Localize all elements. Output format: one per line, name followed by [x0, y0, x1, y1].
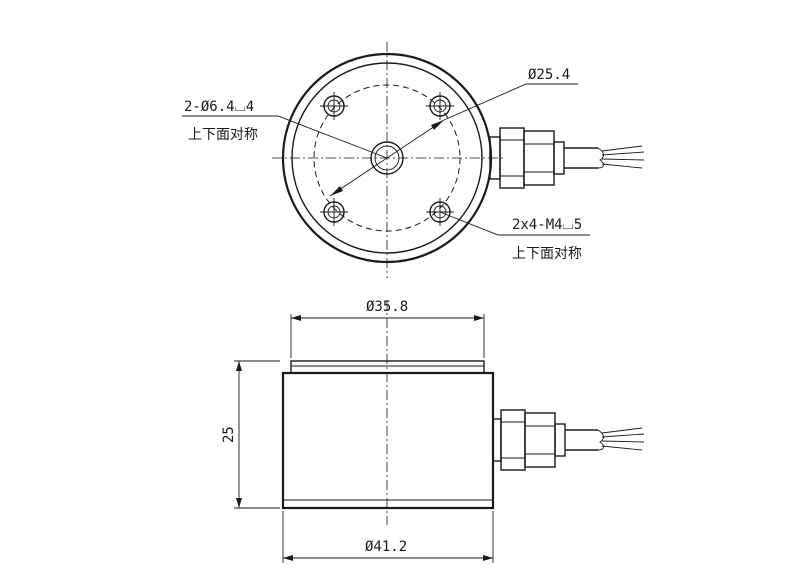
threads-spec-label: 2x4-M4⌴5 — [512, 217, 582, 233]
top-view: 2-Ø6.4⌴4 上下面对称 Ø25.4 2x4-M4⌴5 上下面对称 — [182, 42, 645, 278]
center-boss — [370, 141, 404, 175]
top-diameter-label: Ø35.8 — [366, 299, 408, 315]
side-view: Ø35.8 Ø41.2 25 — [221, 299, 645, 563]
pcd-label: Ø25.4 — [528, 67, 570, 83]
holes-spec-label: 2-Ø6.4⌴4 — [184, 99, 254, 115]
leader-holes — [182, 115, 388, 159]
cable-gland-top — [489, 127, 645, 189]
bottom-diameter-label: Ø41.2 — [365, 539, 407, 555]
leader-threads — [439, 211, 590, 236]
center-boss-inner — [374, 145, 400, 171]
main-body — [281, 371, 495, 510]
leader-pcd — [443, 83, 578, 121]
threads-note-label: 上下面对称 — [512, 246, 582, 262]
mounting-hole-top-left — [320, 92, 348, 120]
height-label: 25 — [221, 426, 237, 443]
mounting-hole-top-right — [426, 92, 454, 120]
mounting-hole-bottom-left — [320, 198, 348, 226]
holes-note-label: 上下面对称 — [188, 127, 258, 143]
cable-gland-side — [492, 409, 645, 471]
top-cap — [290, 360, 485, 374]
